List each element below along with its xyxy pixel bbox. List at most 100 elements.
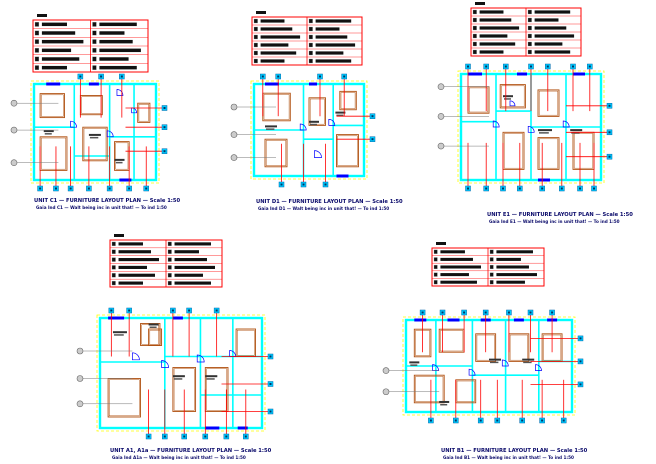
tag-core (39, 187, 42, 190)
tag-core (608, 155, 611, 158)
tag-core (171, 309, 174, 312)
tag-core (546, 65, 549, 68)
legend-header-block (114, 234, 124, 237)
furniture-item (537, 137, 560, 170)
furniture-detail (456, 380, 475, 402)
legend-swatch (433, 264, 438, 270)
legend-swatch (308, 18, 313, 24)
tag-core (572, 65, 574, 68)
door-swing (527, 125, 535, 133)
legend-text-block (496, 257, 521, 261)
door-swing (328, 119, 336, 126)
legend-header-block (37, 14, 47, 17)
tag-core (579, 383, 582, 386)
tag-core (421, 311, 424, 314)
legend-swatch (167, 249, 172, 254)
legend-swatch (92, 56, 97, 62)
legend-swatch (489, 249, 494, 254)
legend-text-block (479, 10, 504, 14)
legend-text-block (174, 281, 211, 285)
tag-core (485, 65, 488, 68)
room-label-block (205, 375, 218, 378)
legend-swatch (111, 280, 116, 286)
door-swing (509, 100, 516, 107)
outer-wall (98, 316, 264, 430)
room-label-block (43, 130, 54, 133)
tag-core (163, 435, 166, 438)
legend-text-block (174, 242, 211, 246)
tag-core (541, 419, 544, 422)
section-marker (76, 400, 84, 408)
room-label-block (490, 361, 499, 364)
legend-text-block (260, 35, 301, 39)
furniture-detail (41, 137, 66, 170)
legend-text-block (496, 250, 533, 254)
tag-core (484, 311, 487, 314)
legend-text-block (496, 280, 525, 284)
note-c1: Gaia Ind C1 — Walt being inc in unit tha… (36, 205, 167, 210)
section-marker (230, 131, 238, 138)
caption-c1: UNIT C1 — FURNITURE LAYOUT PLAN — Scale … (34, 198, 180, 204)
window (46, 82, 61, 86)
door-swing (468, 368, 476, 376)
room-label-block (522, 358, 535, 361)
furniture-detail (138, 104, 149, 122)
note-e1: Gaia Ind E1 — Walt being inc in unit tha… (489, 219, 620, 224)
floor-plan-c1 (10, 73, 168, 192)
tag-core (120, 75, 123, 78)
legend-text-block (41, 57, 80, 61)
legend-text-block (41, 31, 76, 35)
legend-text-block (99, 48, 141, 53)
legend-text-block (118, 242, 143, 246)
room-label-block (206, 378, 215, 380)
tag-core (215, 309, 218, 312)
legend-e1 (470, 2, 582, 57)
legend-swatch (253, 34, 258, 40)
legend-swatch (527, 25, 532, 31)
room-label-block (310, 123, 317, 126)
legend-swatch (433, 257, 438, 262)
legend-text-block (118, 250, 151, 254)
legend-header-block (475, 2, 485, 5)
legend-swatch (167, 280, 172, 286)
legend-text-block (315, 35, 348, 39)
legend-header-block (256, 11, 266, 14)
section-marker (382, 388, 390, 396)
door-swing (106, 130, 114, 138)
legend-text-block (260, 43, 289, 47)
legend-text-block (496, 273, 537, 277)
room-label-block (503, 95, 513, 98)
room-label-block (148, 323, 159, 326)
furniture-item (339, 90, 357, 111)
tag-core (343, 75, 346, 78)
tag-core (485, 187, 488, 190)
door-swing (116, 89, 124, 96)
legend-c1 (32, 14, 149, 73)
legend-swatch (433, 272, 438, 277)
room-label-block (439, 400, 450, 403)
legend-text-block (315, 19, 352, 23)
tag-core (551, 311, 554, 314)
legend-text-block (41, 65, 67, 70)
legend-swatch (92, 48, 97, 53)
tag-core (225, 435, 228, 438)
furniture-item (537, 89, 560, 117)
dimension-line (250, 80, 368, 180)
tag-core (280, 183, 283, 186)
tag-core (261, 75, 264, 78)
floor-plan-b1 (382, 309, 584, 424)
tag-core (277, 75, 280, 78)
furniture-detail (501, 85, 525, 107)
legend-text-block (41, 22, 67, 27)
legend-text-block (440, 273, 469, 277)
tag-core (518, 187, 521, 190)
tag-core (579, 360, 582, 363)
tag-core (108, 187, 111, 190)
furniture-detail (573, 133, 594, 169)
window (517, 72, 527, 76)
section-marker (437, 83, 445, 91)
tag-core (467, 187, 469, 190)
tag-core (147, 435, 150, 438)
legend-swatch (527, 17, 532, 23)
